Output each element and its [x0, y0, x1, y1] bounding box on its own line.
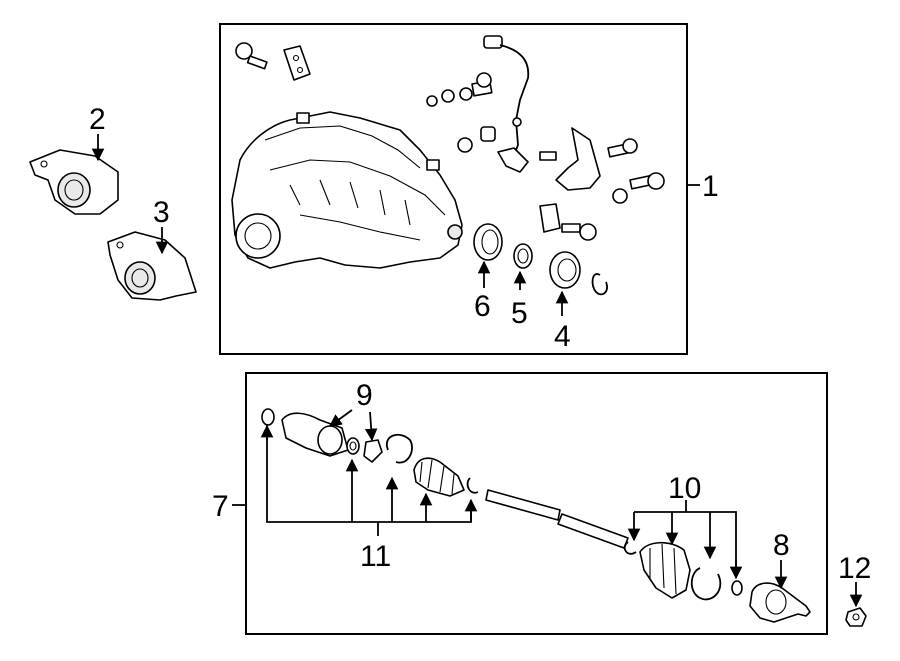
speed-sensor-wire[interactable]: [483, 35, 530, 173]
washers-and-bolt[interactable]: [426, 72, 496, 153]
callout-12: 12: [838, 552, 871, 585]
differential-group-frame: [219, 23, 688, 355]
callout-5: 5: [511, 297, 528, 330]
differential-housing[interactable]: [231, 111, 463, 269]
mount-bushing-2[interactable]: [29, 149, 119, 215]
snap-ring-4[interactable]: [591, 273, 608, 296]
bracket-small[interactable]: [539, 203, 597, 241]
axle-shaft[interactable]: [485, 489, 629, 549]
bolt-top-left[interactable]: [235, 42, 268, 70]
callout-7: 7: [212, 490, 229, 523]
callout-8: 8: [773, 529, 790, 562]
callout-2: 2: [89, 103, 106, 136]
callout-6: 6: [474, 290, 491, 323]
mount-bushing-3[interactable]: [107, 231, 197, 301]
seal-5[interactable]: [513, 243, 533, 269]
inner-cv-joint[interactable]: [261, 408, 413, 464]
callout-9: 9: [356, 379, 373, 412]
callout-3: 3: [153, 196, 170, 229]
callout-10: 10: [668, 472, 701, 505]
inner-boot[interactable]: [413, 457, 479, 497]
outer-boot[interactable]: [623, 541, 743, 601]
axle-nut[interactable]: [845, 607, 867, 627]
callout-11: 11: [360, 540, 391, 573]
outer-cv-joint[interactable]: [749, 582, 811, 623]
callout-4: 4: [554, 320, 571, 353]
callout-1: 1: [702, 170, 719, 203]
axle-group-frame: [245, 372, 828, 635]
bracket-plate[interactable]: [283, 45, 311, 81]
mount-bracket[interactable]: [539, 127, 665, 204]
